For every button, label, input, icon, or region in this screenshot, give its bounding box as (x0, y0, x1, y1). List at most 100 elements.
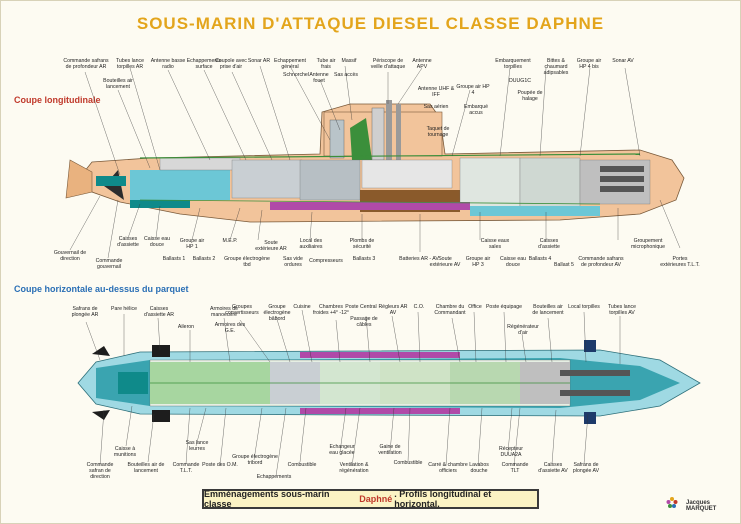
caption-prefix: Emménagements sous-marin classe (204, 489, 330, 509)
label-commande-tlt-av: Commande TLT (501, 462, 529, 474)
label-armoires-manoeuvre: Armoires de manoeuvre (210, 306, 238, 318)
label-groupe-air-hp4: Groupe air HP 4 (456, 84, 490, 96)
label-groupe-air-hp4-bis: Groupe air HP 4 bis (576, 58, 602, 70)
section-longitudinal-title: Coupe longitudinale (14, 95, 101, 105)
label-echangeur-eau-glacee: Echangeur eau glacée (329, 444, 355, 456)
caption-submarine-name: Daphné (359, 494, 393, 504)
label-soute-exterieure-ar: Soute extérieure AR (255, 240, 287, 252)
label-passage-cables: Passage de câbles (350, 316, 378, 328)
label-commande-safrans-profondeur-ar: Commande safrans de profondeur AR (63, 58, 109, 70)
longitudinal-profile (65, 100, 685, 223)
label-bouteilles-air-lancement: Bouteilles air lancement (103, 78, 133, 90)
label-antenne-fouet: Antenne fouet (309, 72, 329, 84)
label-poste-central: Poste Central (345, 304, 377, 310)
label-local-auxiliaires: Local des auxiliaires (299, 238, 323, 250)
horizontal-top-leaders (85, 309, 621, 364)
label-pare-helice: Pare hélice (111, 306, 137, 312)
longitudinal-leaders (84, 65, 641, 176)
label-cuisine: Cuisine (293, 304, 311, 310)
label-massif: Massif (341, 58, 357, 64)
label-tubes-lance-torpilles-av: Tubes lance torpilles AV (607, 304, 637, 316)
label-groupe-air-hp1: Groupe air HP 1 (179, 238, 205, 250)
label-antenne-basse-radio: Antenne basse radio (150, 58, 186, 70)
author-name: Jacques MARQUET (686, 500, 717, 512)
label-bittes-chaumard: Bittes & chaumard adipsables (543, 58, 569, 76)
label-batteries-ar-av: Batteries AR - AV (399, 256, 439, 262)
label-sonar-ar: Sonar AR (247, 58, 271, 64)
label-bouteilles-air-lancement-b: Bouteilles air de lancement (127, 462, 165, 474)
section-horizontal-title: Coupe horizontale au-dessus du parquet (14, 284, 189, 294)
label-commande-safrans-profondeur-av: Commande safrans de profondeur AV (578, 256, 624, 268)
label-combustible-2: Combustible (393, 460, 423, 466)
label-office: Office (468, 304, 482, 310)
label-poupee-halage: Poupée de halage (517, 90, 543, 102)
longitudinal-bottom-leaders (69, 195, 681, 259)
caption-box: Emménagements sous-marin classe Daphné .… (202, 489, 539, 509)
diagram-title: SOUS-MARIN D'ATTAQUE DIESEL CLASSE DAPHN… (136, 14, 605, 33)
label-poste-equipage: Poste équipage (485, 304, 523, 310)
label-commande-tlt: Commande T.L.T. (172, 462, 200, 474)
label-lavabos-douche: Lavabos douche (469, 462, 489, 474)
label-duug1c: DUUG1C (509, 78, 531, 84)
label-ballasts-4: Ballasts 4 (528, 256, 552, 262)
label-periscope-veille-attaque: Périscope de veille d'attaque (370, 58, 406, 70)
label-sas-lance-leurres: Sas lance leurres (185, 440, 209, 452)
label-safrans-plongee-av: Safrans de plongée AV (572, 462, 600, 474)
label-gouvernail-direction: Gouvernail de direction (53, 250, 87, 262)
label-sas-vide-ordures: Sas vide ordures (283, 256, 303, 268)
label-regleurs-ar-av: Régleurs AR AV (378, 304, 408, 316)
label-local-torpilles: Local torpilles (568, 304, 600, 310)
horizontal-section (77, 340, 701, 424)
label-co: C.O. (413, 304, 425, 310)
label-groupement-microphonique: Groupement microphonique (630, 238, 666, 250)
label-regenerateur-air: Régénérateur d'air (507, 324, 539, 336)
label-groupes-convertisseurs: Groupes convertisseurs (225, 304, 259, 316)
label-ballasts-1: Ballasts 1 (162, 256, 186, 262)
label-poste-om: Poste des O.M. (202, 462, 238, 468)
label-ballast-5: Ballast 5 (554, 262, 574, 268)
horizontal-bottom-leaders (99, 405, 589, 477)
label-schnorchel: Schnorchel (283, 72, 309, 78)
label-recepteur-duua2a: Récepteur DUUA2A (499, 446, 523, 458)
label-embarque-accus: Embarqué accus (464, 104, 488, 116)
label-mep: M.E.P. (222, 238, 238, 244)
label-chambre-commandant: Chambre du Commandant (434, 304, 466, 316)
label-sonar-av: Sonar AV (612, 58, 634, 64)
label-gaine-ventilation: Gaine de ventilation (378, 444, 402, 456)
label-caisse-munitions: Caisse à munitions (113, 446, 137, 458)
label-echappements-surface: Echappements surface (186, 58, 222, 70)
label-caisse-eau-douce-av: Caisse eau douce (500, 256, 526, 268)
label-caisse-eau-douce-ar: Caisse eau douce (144, 236, 170, 248)
label-antenne-apv: Antenne APV (412, 58, 432, 70)
label-caisses-assiette-ar-h: Caisses d'assiette AR (143, 306, 175, 318)
label-carre-chambre-officiers: Carré & chambre officiers (428, 462, 468, 474)
label-ventilation-regeneration: Ventilation & régénération (339, 462, 369, 474)
label-chambres-froides: Chambres froides +4° -12° (312, 304, 349, 316)
label-ballasts-3: Ballasts 3 (352, 256, 376, 262)
label-embarquement-torpilles: Embarquement torpilles (495, 58, 531, 70)
label-caisses-assiette-av: Caisses d'assiette (538, 238, 560, 250)
label-groupe-electrogene-babord: Groupe électrogène bâbord (263, 304, 291, 322)
label-caisse-eaux-sales: Caisse eaux sales (480, 238, 510, 250)
label-coupole-prise-air: Coupole avec prise d'air (215, 58, 247, 70)
label-groupe-air-hp3: Groupe air HP 3 (465, 256, 491, 268)
label-echappement-general: Echappement général (273, 58, 306, 70)
label-echappements-h: Echappements (256, 474, 292, 480)
label-caisses-assiette-ar: Caisses d'assiette (117, 236, 139, 248)
label-sas-aerien: Sas aérien (423, 104, 449, 110)
caption-suffix: . Profils longitudinal et horizontal. (394, 489, 492, 509)
label-commande-safran-direction: Commande safran de direction (86, 462, 114, 480)
label-portes-exterieures-tlt: Portes extérieures T.L.T. (660, 256, 700, 268)
label-groupe-electrogene-tribord: Groupe électrogène tribord (232, 454, 278, 466)
label-soute-exterieure-av: Soute extérieure AV (429, 256, 461, 268)
label-compresseurs: Compresseurs (309, 258, 343, 264)
label-antenne-uhf-iff: Antenne UHF & IFF (417, 86, 455, 98)
label-safrans-plongee-ar: Safrans de plongée AR (71, 306, 99, 318)
label-sas-acces: Sas accès (334, 72, 358, 78)
label-tube-air-frais: Tube air frais (316, 58, 336, 70)
label-plombs-securite: Plombs de sécurité (349, 238, 375, 250)
label-commande-gouvernail: Commande gouvernail (95, 258, 123, 270)
label-armoires-ge: Armoires des G.E. (214, 322, 246, 334)
